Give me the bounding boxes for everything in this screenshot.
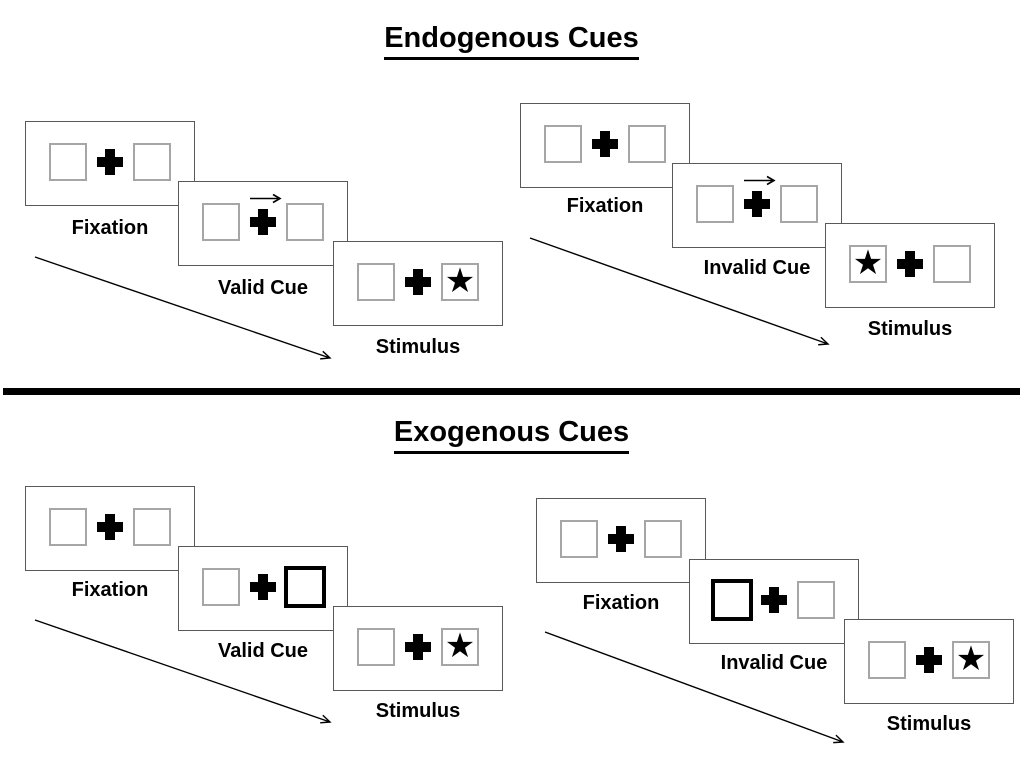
panel-label: Stimulus bbox=[886, 713, 972, 735]
timeline-arrow-endogenous-invalid bbox=[529, 237, 830, 346]
panel-label: Invalid Cue bbox=[720, 652, 828, 674]
left-placeholder-box bbox=[49, 508, 87, 546]
panel-exogenous-valid-fixation bbox=[25, 486, 195, 571]
right-target-box: ★ bbox=[952, 641, 990, 679]
timeline-arrow-exogenous-valid bbox=[34, 619, 332, 724]
panel-endogenous-valid-cue bbox=[178, 181, 348, 266]
fixation-cross-icon bbox=[897, 251, 923, 277]
panel-exogenous-invalid-cue bbox=[689, 559, 859, 644]
right-placeholder-box bbox=[797, 581, 835, 619]
fixation-cross-icon bbox=[97, 149, 123, 175]
right-target-box: ★ bbox=[441, 263, 479, 301]
panel-label: Fixation bbox=[71, 217, 149, 239]
panel-exogenous-invalid-stimulus: ★ bbox=[844, 619, 1014, 704]
star-stimulus-icon: ★ bbox=[444, 260, 476, 301]
fixation-cross-icon bbox=[761, 587, 787, 613]
endogenous-title-text: Endogenous Cues bbox=[384, 22, 639, 60]
left-placeholder-box bbox=[49, 143, 87, 181]
right-target-box: ★ bbox=[441, 628, 479, 666]
panel-label: Fixation bbox=[566, 195, 644, 217]
fixation-cross-icon bbox=[250, 209, 276, 235]
fixation-cross-icon bbox=[608, 526, 634, 552]
fixation-cross-icon bbox=[250, 574, 276, 600]
fixation-cross-icon bbox=[405, 269, 431, 295]
left-placeholder-box bbox=[868, 641, 906, 679]
right-placeholder-box bbox=[644, 520, 682, 558]
star-stimulus-icon: ★ bbox=[444, 625, 476, 666]
fixation-cross-icon bbox=[592, 131, 618, 157]
fixation-cross-icon bbox=[97, 514, 123, 540]
panel-endogenous-valid-fixation bbox=[25, 121, 195, 206]
panel-label: Valid Cue bbox=[217, 640, 309, 662]
panel-label: Stimulus bbox=[375, 336, 461, 358]
panel-exogenous-valid-cue bbox=[178, 546, 348, 631]
panel-endogenous-invalid-stimulus: ★ bbox=[825, 223, 995, 308]
exogenous-title-text: Exogenous Cues bbox=[393, 416, 630, 454]
exogenous-section-title: Exogenous Cues bbox=[0, 416, 1023, 454]
panel-endogenous-invalid-fixation bbox=[520, 103, 690, 188]
panel-label: Stimulus bbox=[867, 318, 953, 340]
panel-label: Fixation bbox=[71, 579, 149, 601]
fixation-cross-icon bbox=[405, 634, 431, 660]
fixation-cross-icon bbox=[916, 647, 942, 673]
panel-exogenous-invalid-fixation bbox=[536, 498, 706, 583]
left-placeholder-box bbox=[357, 263, 395, 301]
panel-label: Stimulus bbox=[375, 700, 461, 722]
left-placeholder-box bbox=[560, 520, 598, 558]
right-placeholder-box bbox=[133, 143, 171, 181]
endogenous-section-title: Endogenous Cues bbox=[0, 22, 1023, 60]
left-placeholder-box bbox=[544, 125, 582, 163]
star-stimulus-icon: ★ bbox=[955, 638, 987, 679]
left-placeholder-box bbox=[202, 568, 240, 606]
cue-arrow-right-icon bbox=[250, 193, 282, 204]
right-placeholder-box bbox=[286, 203, 324, 241]
panel-label: Invalid Cue bbox=[703, 257, 811, 279]
right-placeholder-box bbox=[780, 185, 818, 223]
left-target-box: ★ bbox=[849, 245, 887, 283]
panel-label: Fixation bbox=[582, 592, 660, 614]
right-placeholder-box bbox=[628, 125, 666, 163]
left-placeholder-box bbox=[357, 628, 395, 666]
timeline-arrow-exogenous-invalid bbox=[544, 631, 845, 744]
left-highlighted-cue-box bbox=[711, 579, 753, 621]
cue-arrow-right-icon bbox=[744, 175, 776, 186]
right-placeholder-box bbox=[133, 508, 171, 546]
panel-endogenous-valid-stimulus: ★ bbox=[333, 241, 503, 326]
timeline-arrow-endogenous-valid bbox=[34, 256, 332, 360]
panel-exogenous-valid-stimulus: ★ bbox=[333, 606, 503, 691]
section-divider bbox=[3, 388, 1020, 395]
panel-label: Valid Cue bbox=[217, 277, 309, 299]
panel-endogenous-invalid-cue bbox=[672, 163, 842, 248]
fixation-cross-icon bbox=[744, 191, 770, 217]
left-placeholder-box bbox=[202, 203, 240, 241]
star-stimulus-icon: ★ bbox=[852, 242, 884, 283]
right-highlighted-cue-box bbox=[284, 566, 326, 608]
right-placeholder-box bbox=[933, 245, 971, 283]
left-placeholder-box bbox=[696, 185, 734, 223]
